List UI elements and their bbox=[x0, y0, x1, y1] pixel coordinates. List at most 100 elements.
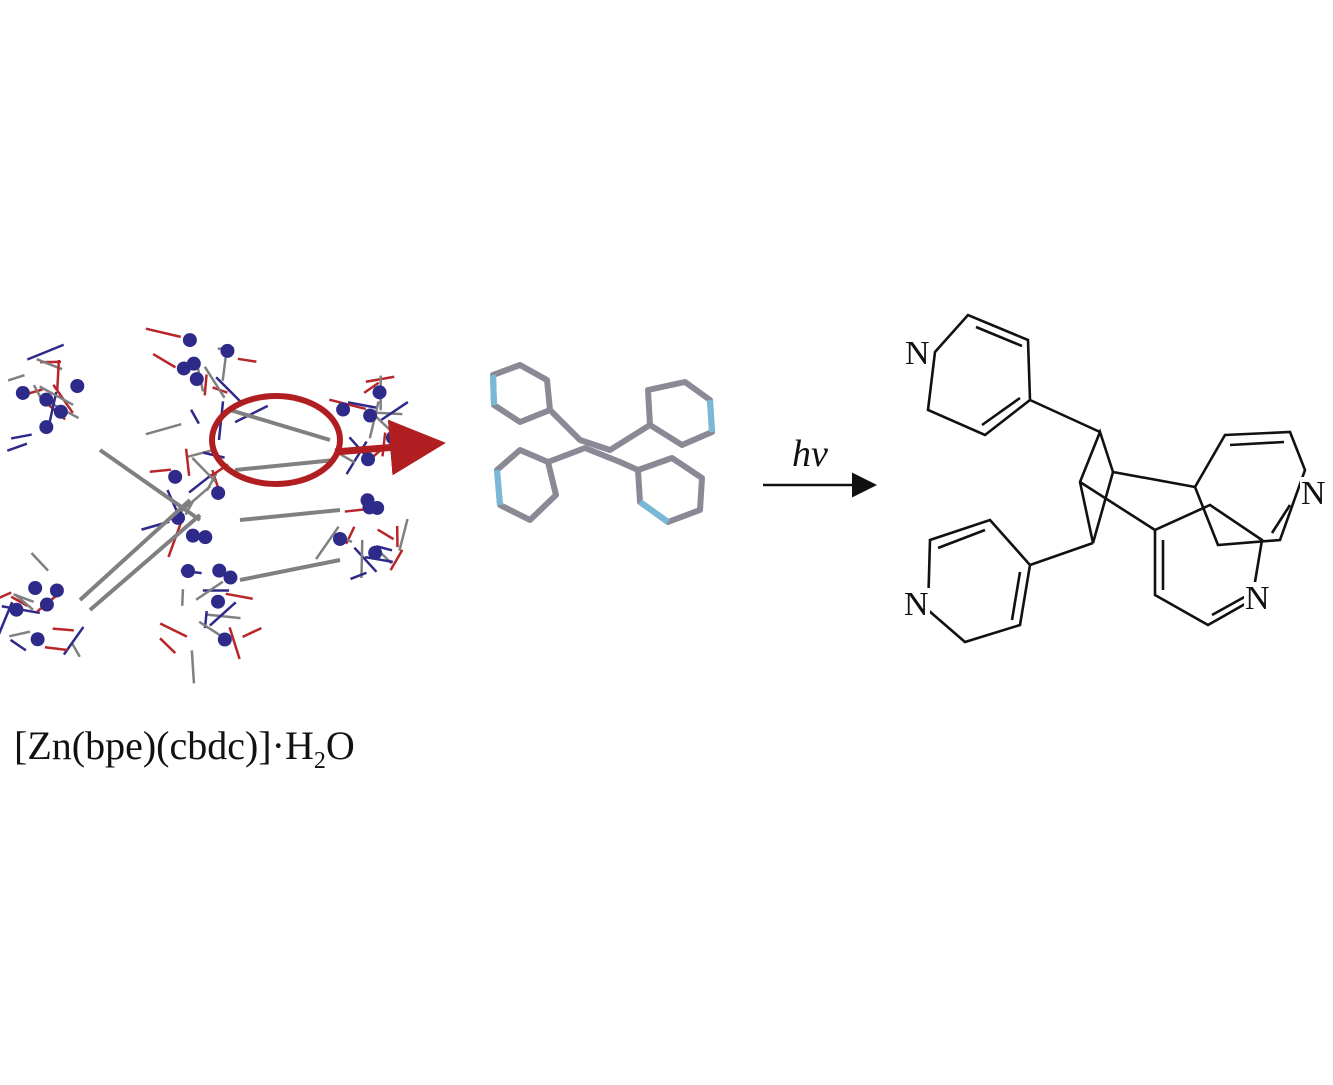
zinc-atom bbox=[333, 531, 348, 546]
zinc-atom bbox=[53, 404, 68, 419]
bond bbox=[203, 366, 226, 399]
bond bbox=[9, 638, 27, 652]
zinc-atom bbox=[368, 545, 383, 560]
zinc-atom bbox=[220, 343, 235, 358]
bpe-linker bbox=[78, 498, 192, 602]
zoom-arrow bbox=[334, 419, 446, 476]
zinc-atom bbox=[70, 378, 85, 393]
bond bbox=[350, 571, 367, 581]
zinc-atom bbox=[186, 356, 201, 371]
compound-label-main: [Zn(bpe)(cbdc)]·H bbox=[14, 723, 314, 768]
zinc-atom bbox=[185, 528, 200, 543]
zinc-atom bbox=[336, 402, 351, 417]
atom-label-n: N bbox=[904, 335, 931, 372]
bond bbox=[364, 555, 394, 564]
bond bbox=[215, 376, 242, 403]
bond bbox=[26, 343, 65, 361]
bond bbox=[159, 622, 188, 638]
zinc-atom bbox=[39, 420, 54, 435]
bond bbox=[186, 448, 215, 459]
bond bbox=[381, 432, 387, 457]
bond bbox=[159, 637, 177, 654]
zinc-atom bbox=[363, 408, 378, 423]
bond bbox=[145, 422, 182, 436]
bond bbox=[198, 620, 222, 638]
bond bbox=[234, 404, 269, 424]
bond bbox=[71, 643, 81, 658]
bond bbox=[188, 473, 213, 494]
bond bbox=[339, 453, 356, 464]
zinc-atom bbox=[39, 597, 54, 612]
bond bbox=[380, 401, 409, 421]
atom-label-n: N bbox=[903, 586, 930, 623]
zinc-atom bbox=[223, 570, 238, 585]
bpe-linker bbox=[239, 508, 341, 522]
product-structure bbox=[926, 313, 1307, 644]
bond bbox=[360, 539, 364, 579]
zinc-atom bbox=[212, 563, 227, 578]
zinc-atom bbox=[168, 469, 183, 484]
bond bbox=[228, 626, 241, 660]
bond bbox=[237, 357, 257, 363]
bond bbox=[44, 645, 68, 652]
bond bbox=[225, 592, 253, 600]
zinc-atom bbox=[198, 530, 213, 545]
bond bbox=[398, 518, 409, 552]
bond bbox=[389, 549, 404, 571]
zinc-atom bbox=[361, 452, 376, 467]
bond bbox=[7, 373, 25, 382]
zinc-atom bbox=[385, 430, 400, 445]
bond bbox=[184, 448, 191, 476]
bpe-linker bbox=[234, 458, 336, 472]
bond bbox=[47, 391, 58, 426]
zinc-atom bbox=[189, 372, 204, 387]
bond bbox=[6, 442, 28, 452]
bond bbox=[375, 545, 393, 552]
atom-label-n: N bbox=[1244, 580, 1271, 617]
bond bbox=[363, 381, 380, 394]
zinc-atom bbox=[15, 385, 30, 400]
zinc-atom bbox=[182, 333, 197, 348]
compound-label-suffix: O bbox=[325, 723, 355, 768]
bond bbox=[30, 552, 49, 572]
bond bbox=[52, 627, 74, 632]
zinc-atom bbox=[30, 632, 45, 647]
bond bbox=[353, 546, 378, 573]
zinc-atom bbox=[217, 632, 232, 647]
zinc-atom bbox=[372, 385, 387, 400]
zinc-atom bbox=[360, 493, 375, 508]
highlight-circle bbox=[209, 393, 343, 487]
reaction-condition: hv bbox=[792, 433, 828, 475]
bond bbox=[180, 485, 212, 513]
zinc-atom bbox=[49, 583, 64, 598]
bond bbox=[14, 593, 34, 611]
zinc-atom bbox=[9, 602, 24, 617]
bond bbox=[0, 591, 12, 599]
bond bbox=[191, 457, 217, 483]
bpe-dimer-image bbox=[490, 362, 715, 525]
bpe-linker bbox=[229, 408, 331, 442]
bond bbox=[377, 528, 395, 541]
bond bbox=[209, 601, 237, 627]
bond bbox=[190, 650, 196, 684]
bond bbox=[189, 409, 200, 425]
bond bbox=[195, 580, 224, 601]
bond bbox=[149, 468, 172, 473]
bond bbox=[242, 626, 262, 639]
bpe-linker bbox=[239, 558, 341, 582]
zinc-atom bbox=[39, 392, 54, 407]
bond bbox=[39, 385, 74, 406]
bpe-linker bbox=[98, 448, 202, 522]
bond bbox=[203, 374, 208, 396]
bond bbox=[8, 630, 31, 638]
zinc-atom bbox=[370, 500, 385, 515]
crystal-structure-image bbox=[0, 327, 409, 684]
atom-label-n: N bbox=[1300, 475, 1327, 512]
compound-label: [Zn(bpe)(cbdc)]·H2O bbox=[14, 722, 355, 775]
bond bbox=[145, 327, 182, 339]
zinc-atom bbox=[211, 485, 226, 500]
bond bbox=[55, 359, 61, 392]
bond bbox=[152, 352, 177, 369]
zinc-atom bbox=[211, 594, 226, 609]
